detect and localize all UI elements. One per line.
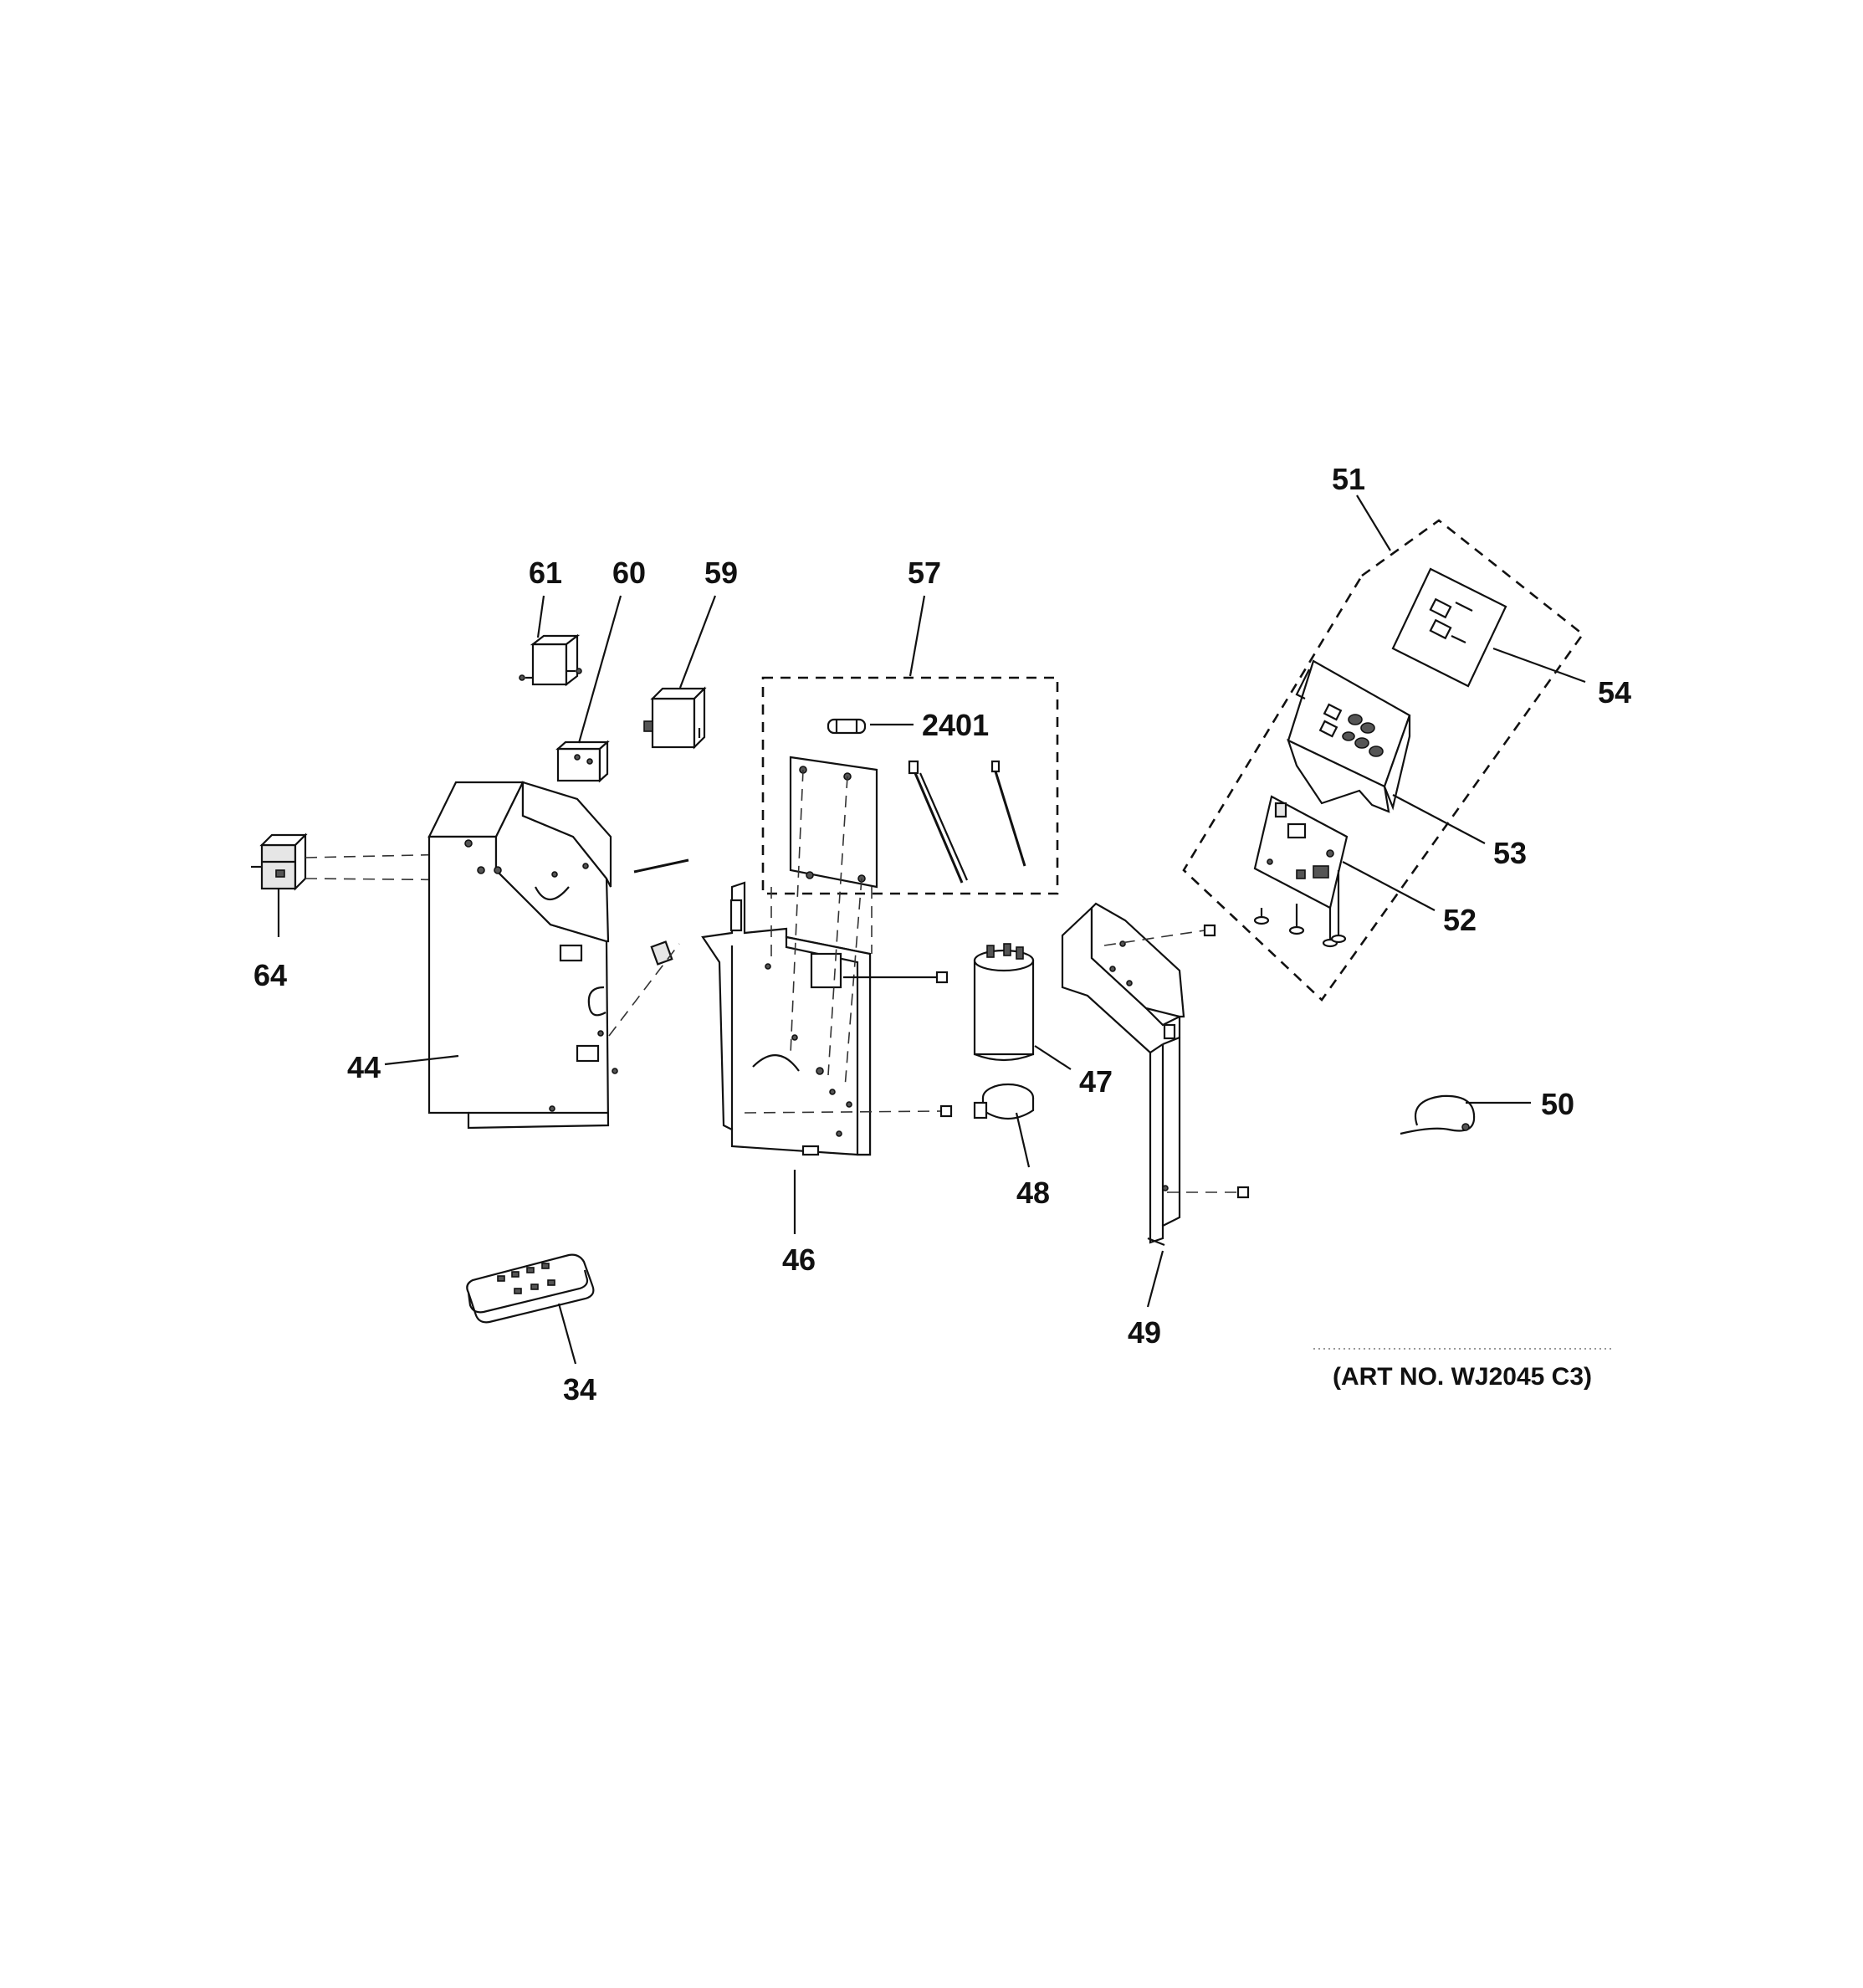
part-48-strap — [973, 1083, 1035, 1120]
part-number-49: 49 — [1128, 1315, 1161, 1350]
part-number-64: 64 — [253, 958, 287, 992]
part-number-47: 47 — [1079, 1064, 1113, 1099]
part-64-transformer — [251, 833, 308, 891]
art-number-label: (ART NO. WJ2045 C3) — [1333, 1363, 1592, 1391]
part-50-wire — [1400, 1094, 1476, 1135]
leader-dashed-44-46 — [608, 943, 680, 1037]
leader-46-48-lower — [744, 1110, 942, 1114]
leader-51 — [1356, 494, 1391, 551]
screw-49-lower — [1236, 1186, 1250, 1199]
group-51-dashed-box — [1182, 519, 1584, 1002]
part-44-housing — [427, 781, 618, 1130]
screw-48 — [939, 1104, 953, 1118]
part-34-remote — [466, 1253, 595, 1324]
group-57-dashed-box — [761, 676, 1059, 895]
part-number-46: 46 — [782, 1242, 816, 1277]
part-number-52: 52 — [1443, 903, 1477, 937]
part-57-rod-left — [908, 760, 969, 884]
leader-53 — [1392, 794, 1486, 844]
leader-34 — [557, 1303, 577, 1365]
part-number-61: 61 — [529, 556, 562, 590]
part-49-panel — [1061, 902, 1185, 1247]
leader-49-51 — [1103, 930, 1205, 946]
part-number-60: 60 — [612, 556, 646, 590]
part-60-block — [555, 740, 610, 783]
part-53-panel-front — [1287, 659, 1411, 813]
leader-48 — [1015, 1112, 1031, 1168]
leader-57-46-d — [844, 878, 862, 1089]
leader-57-46-c — [827, 776, 848, 1076]
leader-59 — [678, 595, 717, 689]
part-number-2401: 2401 — [922, 708, 989, 742]
part-number-59: 59 — [704, 556, 738, 590]
leader-57-46-b — [790, 769, 804, 1055]
leader-57 — [908, 595, 926, 677]
connector-44 — [650, 940, 673, 966]
part-59-relay — [643, 686, 707, 750]
leader-52 — [1342, 861, 1436, 911]
part-52-control-board — [1253, 795, 1349, 948]
part-57-rod-right — [990, 760, 1026, 867]
part-2401-fuse — [827, 718, 867, 735]
leader-47 — [1034, 1045, 1072, 1070]
leader-44 — [384, 1054, 459, 1066]
part-number-51: 51 — [1332, 462, 1365, 496]
leader-49 — [1146, 1250, 1164, 1308]
part-61-relay — [519, 633, 582, 687]
part-number-57: 57 — [908, 556, 941, 590]
part-46-bracket — [701, 881, 872, 1156]
part-number-34: 34 — [563, 1372, 596, 1406]
part-number-54: 54 — [1598, 675, 1631, 710]
leader-60 — [577, 595, 622, 744]
screw-49-upper — [1203, 924, 1216, 937]
part-number-53: 53 — [1493, 836, 1527, 870]
part-number-50: 50 — [1541, 1087, 1574, 1121]
part-number-44: 44 — [347, 1050, 381, 1084]
screw-44-upper — [633, 858, 689, 874]
part-57-board — [789, 756, 878, 889]
part-number-48: 48 — [1016, 1176, 1050, 1210]
screw-47 — [935, 971, 949, 984]
part-47-capacitor — [973, 943, 1035, 1062]
part-54-overlay — [1391, 567, 1507, 688]
leader-61 — [536, 595, 545, 638]
leader-54 — [1492, 647, 1586, 684]
